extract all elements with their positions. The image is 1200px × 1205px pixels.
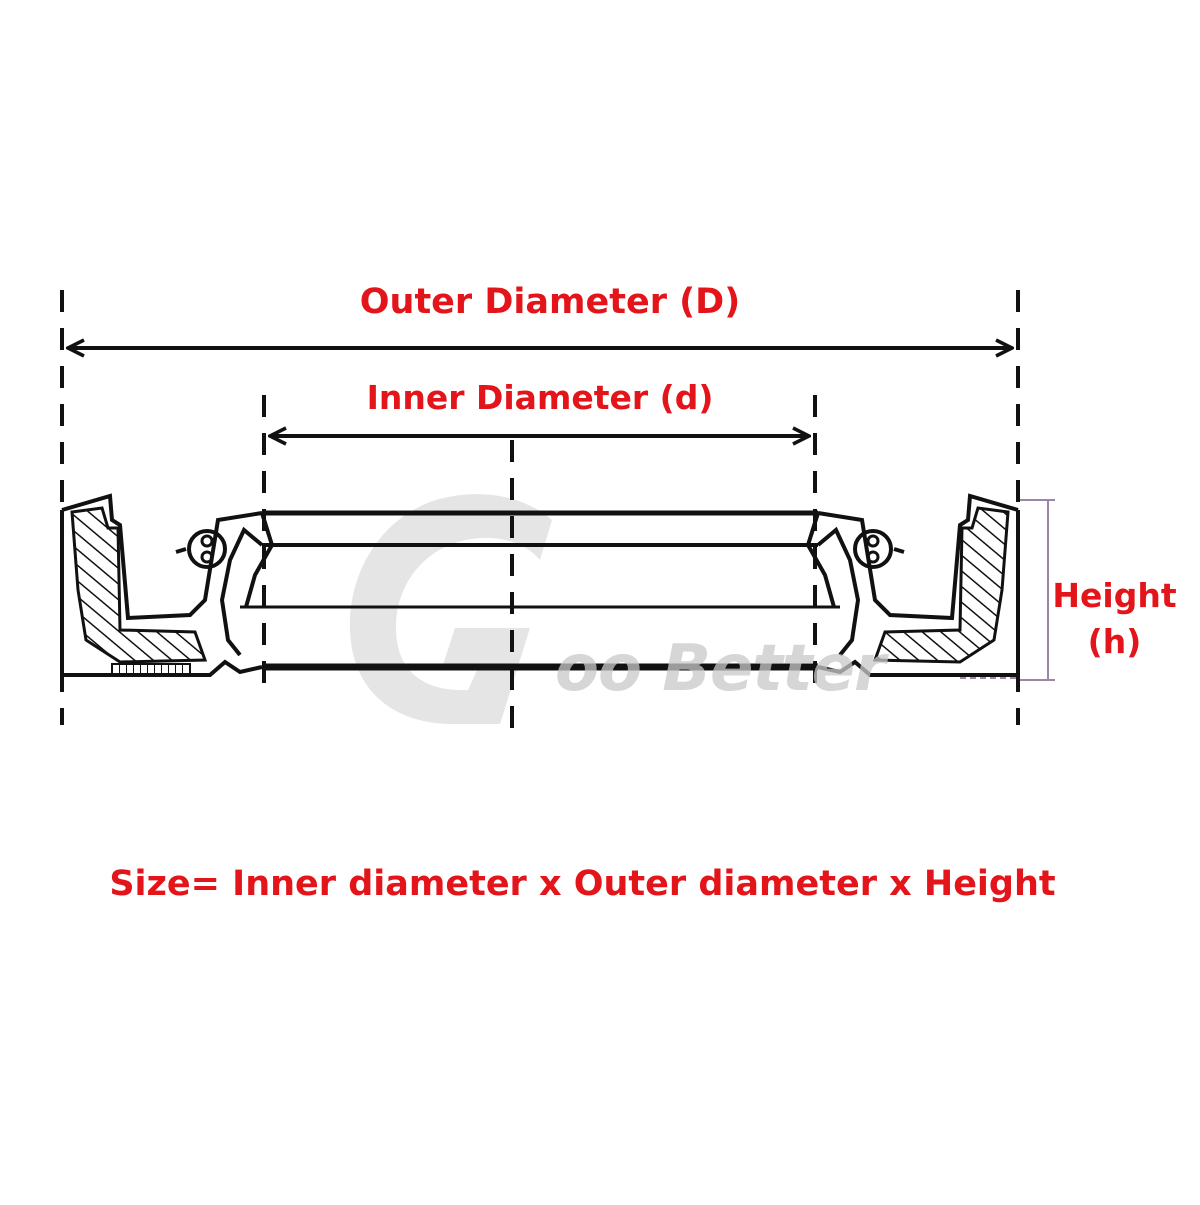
left-garter-strip — [111, 663, 191, 675]
seal-body-lines — [240, 510, 840, 671]
watermark-g-logo — [349, 494, 552, 724]
watermark-text: oo Better — [555, 632, 886, 706]
outer-diameter-label: Outer Diameter (D) — [359, 282, 741, 322]
right-hatched-insert — [872, 506, 1010, 664]
height-label-line2: (h) — [1087, 622, 1142, 661]
seal-left-profile — [60, 493, 275, 677]
left-hatched-insert — [70, 506, 208, 664]
size-formula-label: Size= Inner diameter x Outer diameter x … — [109, 864, 1056, 904]
inner-diameter-label: Inner Diameter (d) — [366, 378, 714, 417]
seal-right-profile — [805, 493, 1020, 677]
height-label: Height (h) — [1042, 573, 1187, 665]
height-label-line1: Height — [1052, 576, 1177, 615]
height-dimension-guide — [960, 499, 1055, 681]
